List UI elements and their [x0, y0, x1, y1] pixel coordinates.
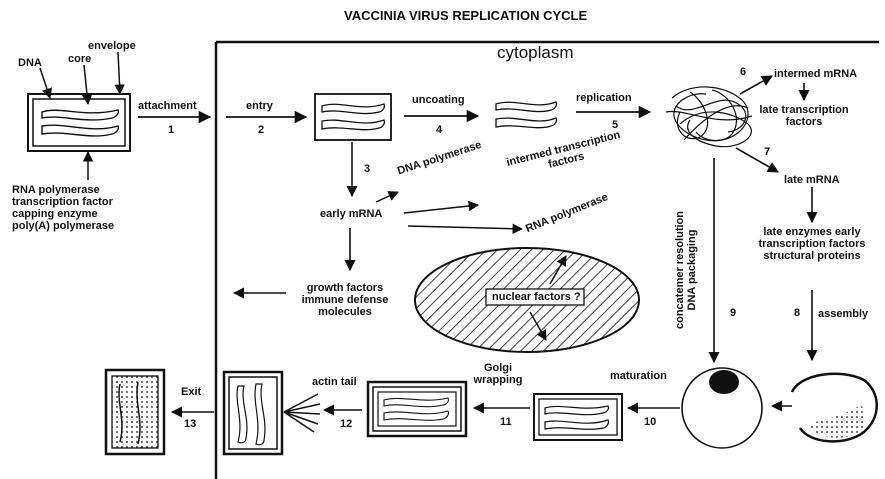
arrow-6: [740, 76, 772, 94]
step-number-8: 8: [794, 307, 800, 319]
wrapped-virion: [368, 382, 466, 436]
early-mrna-label: early mRNA: [320, 208, 382, 220]
step-number-9: 9: [730, 307, 736, 319]
step-number-3: 3: [364, 163, 370, 175]
step-number-12: 12: [340, 418, 352, 430]
mature-virion: [682, 368, 762, 448]
arrow-7: [736, 148, 778, 172]
step-number-7: 7: [764, 146, 770, 158]
replicated-dna-tangle: [666, 87, 752, 147]
step-label-exit: Exit: [181, 386, 201, 398]
step-number-11: 11: [500, 416, 512, 428]
arrow-to-dna-polymerase: [376, 192, 398, 202]
step-label-assembly: assembly: [818, 308, 868, 320]
virion-with-actin-tail: [224, 372, 320, 454]
nuclear-factors-label: nuclear factors ?: [492, 291, 581, 303]
step-label-actin-tail: actin tail: [312, 376, 357, 388]
intracellular-virion: [534, 394, 622, 440]
extracellular-virion: [106, 370, 164, 454]
actin-tail: [284, 394, 320, 432]
step-number-4: 4: [436, 124, 442, 136]
growth-factors-label: growth factors immune defense molecules: [290, 282, 400, 318]
core-label: core: [68, 53, 91, 65]
diagram-title: VACCINIA VIRUS REPLICATION CYCLE: [344, 10, 587, 22]
released-dna: [496, 102, 556, 128]
step-label-replication: replication: [576, 92, 632, 104]
step-label-attachment: attachment: [138, 100, 197, 112]
step-label-uncoating: uncoating: [412, 94, 465, 106]
step-number-2: 2: [258, 124, 264, 136]
step-label-maturation: maturation: [610, 370, 667, 382]
step-number-6: 6: [740, 66, 746, 78]
core-after-entry: [315, 94, 391, 140]
late-transcription-factors-label: late transcription factors: [744, 104, 864, 128]
core-protein-3: capping enzyme: [12, 208, 98, 220]
arrow-to-intermed-tf: [404, 205, 478, 213]
immature-virion: [792, 374, 877, 442]
core-protein-2: transcription factor: [12, 196, 113, 208]
step-label-entry: entry: [246, 100, 273, 112]
late-products-label: late enzymes early transcription factors…: [742, 226, 882, 262]
concatemer-label: concatemer resolution DNA packaging: [674, 204, 698, 336]
core-protein-1: RNA polymerase: [12, 184, 100, 196]
step-number-10: 10: [644, 416, 656, 428]
dna-label: DNA: [18, 57, 42, 69]
envelope-pointer-arrow: [118, 52, 120, 94]
cytoplasm-label: cytoplasm: [497, 44, 574, 62]
core-pointer-arrow: [84, 65, 88, 104]
step-number-13: 13: [184, 418, 196, 430]
step-number-1: 1: [168, 124, 174, 136]
core-protein-4: poly(A) polymerase: [12, 220, 114, 232]
arrow-to-rna-polymerase: [408, 226, 522, 229]
virion-intact: [28, 94, 130, 151]
step-label-golgi-wrapping: Golgi wrapping: [470, 362, 526, 386]
step-label-intermed-mrna: intermed mRNA: [774, 68, 857, 80]
step-label-late-mrna: late mRNA: [784, 174, 840, 186]
envelope-label: envelope: [88, 40, 136, 52]
